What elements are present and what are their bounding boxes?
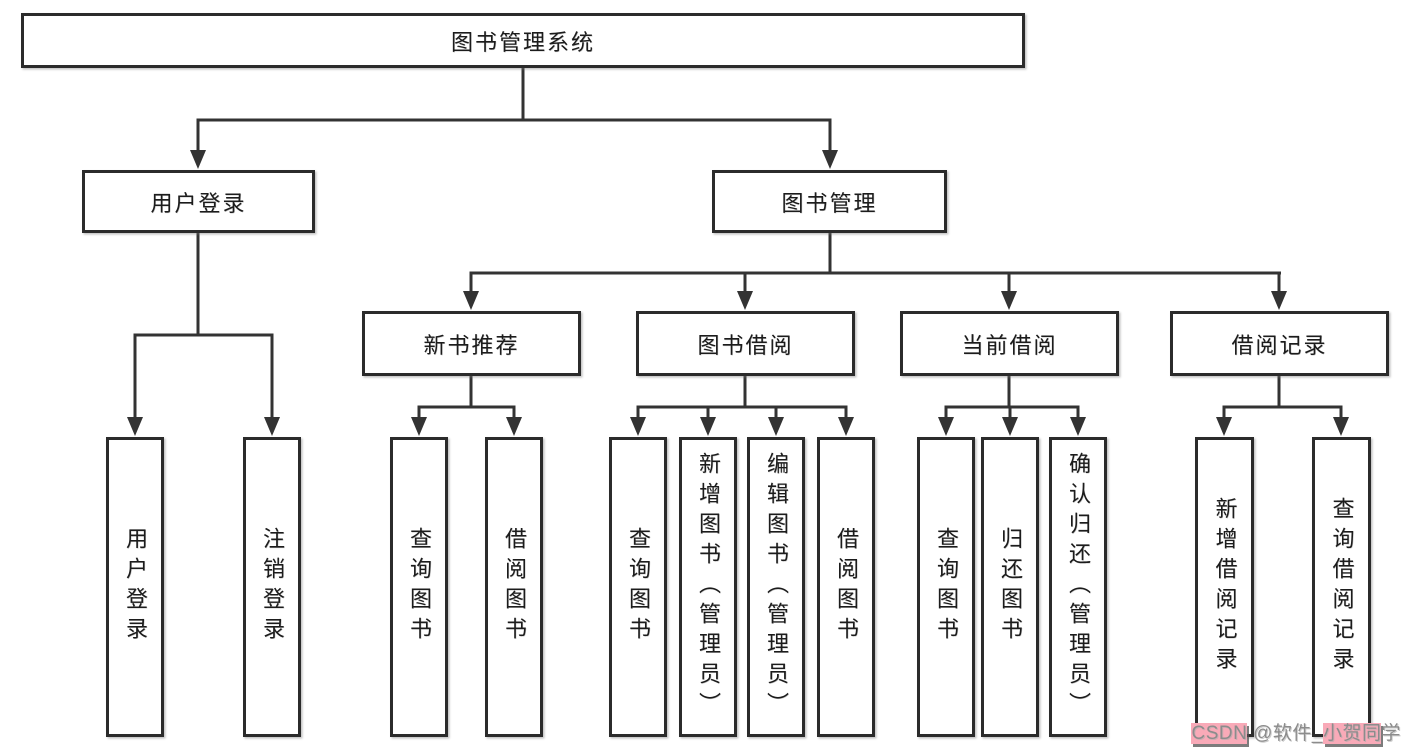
node-book-management-label: 图书管理	[781, 190, 878, 216]
leaf-logout-label: 注销登录	[260, 527, 285, 647]
node-book-borrow: 图书借阅	[636, 311, 855, 376]
watermark-segment: @软件_	[1247, 723, 1323, 744]
leaf-user-login: 用户登录	[106, 437, 164, 737]
node-new-book-recommend-label: 新书推荐	[423, 332, 520, 358]
leaf-query-books-borrow-label: 查询图书	[626, 527, 651, 647]
watermark-segment: 小贺同	[1322, 723, 1382, 744]
leaf-return-book-label: 归还图书	[998, 527, 1023, 647]
node-new-book-recommend: 新书推荐	[362, 311, 581, 376]
leaf-query-books-recommend-label: 查询图书	[407, 527, 432, 647]
connector-root-to-level2	[190, 68, 838, 169]
node-borrow-records: 借阅记录	[1170, 311, 1389, 376]
leaf-confirm-return-admin-label: 确认归还（管理员）	[1066, 452, 1091, 722]
node-root-label: 图书管理系统	[450, 29, 595, 55]
watermark-segment: 学	[1381, 723, 1401, 744]
leaf-confirm-return-admin: 确认归还（管理员）	[1049, 437, 1107, 737]
leaf-borrow-books: 借阅图书	[817, 437, 875, 737]
leaf-borrow-books-recommend: 借阅图书	[485, 437, 543, 737]
node-borrow-records-label: 借阅记录	[1231, 332, 1328, 358]
leaf-query-borrow-record-label: 查询借阅记录	[1329, 497, 1355, 677]
leaf-logout: 注销登录	[243, 437, 301, 737]
connector-new-book-to-leaves	[411, 376, 522, 436]
connector-user-login-to-leaves	[127, 233, 280, 436]
node-book-borrow-label: 图书借阅	[697, 332, 794, 358]
leaf-add-book-admin-label: 新增图书（管理员）	[696, 452, 721, 722]
connector-current-borrow-to-leaves	[938, 376, 1086, 436]
leaf-query-books-borrow: 查询图书	[609, 437, 667, 737]
node-root: 图书管理系统	[21, 13, 1025, 68]
watermark: CSDN @软件_小贺同学	[1191, 718, 1401, 745]
leaf-edit-book-admin: 编辑图书（管理员）	[747, 437, 805, 737]
leaf-edit-book-admin-label: 编辑图书（管理员）	[764, 452, 789, 722]
connector-book-borrow-to-leaves	[630, 376, 854, 436]
leaf-query-books-recommend: 查询图书	[390, 437, 448, 737]
leaf-borrow-books-label: 借阅图书	[834, 527, 859, 647]
leaf-add-borrow-record-label: 新增借阅记录	[1212, 497, 1238, 677]
leaf-query-borrow-record: 查询借阅记录	[1312, 437, 1371, 737]
node-user-login: 用户登录	[82, 170, 315, 233]
leaf-query-books-current: 查询图书	[917, 437, 975, 737]
connector-book-management-to-level3	[463, 233, 1287, 310]
connector-borrow-records-to-leaves	[1216, 376, 1349, 436]
watermark-segment: CSDN	[1191, 723, 1248, 744]
node-current-borrow: 当前借阅	[900, 311, 1119, 376]
leaf-user-login-label: 用户登录	[123, 527, 148, 647]
leaf-add-borrow-record: 新增借阅记录	[1195, 437, 1254, 737]
leaf-query-books-current-label: 查询图书	[934, 527, 959, 647]
node-current-borrow-label: 当前借阅	[961, 332, 1058, 358]
leaf-return-book: 归还图书	[981, 437, 1039, 737]
node-user-login-label: 用户登录	[150, 190, 247, 216]
leaf-add-book-admin: 新增图书（管理员）	[679, 437, 737, 737]
node-book-management: 图书管理	[712, 170, 947, 233]
leaf-borrow-books-recommend-label: 借阅图书	[502, 527, 527, 647]
